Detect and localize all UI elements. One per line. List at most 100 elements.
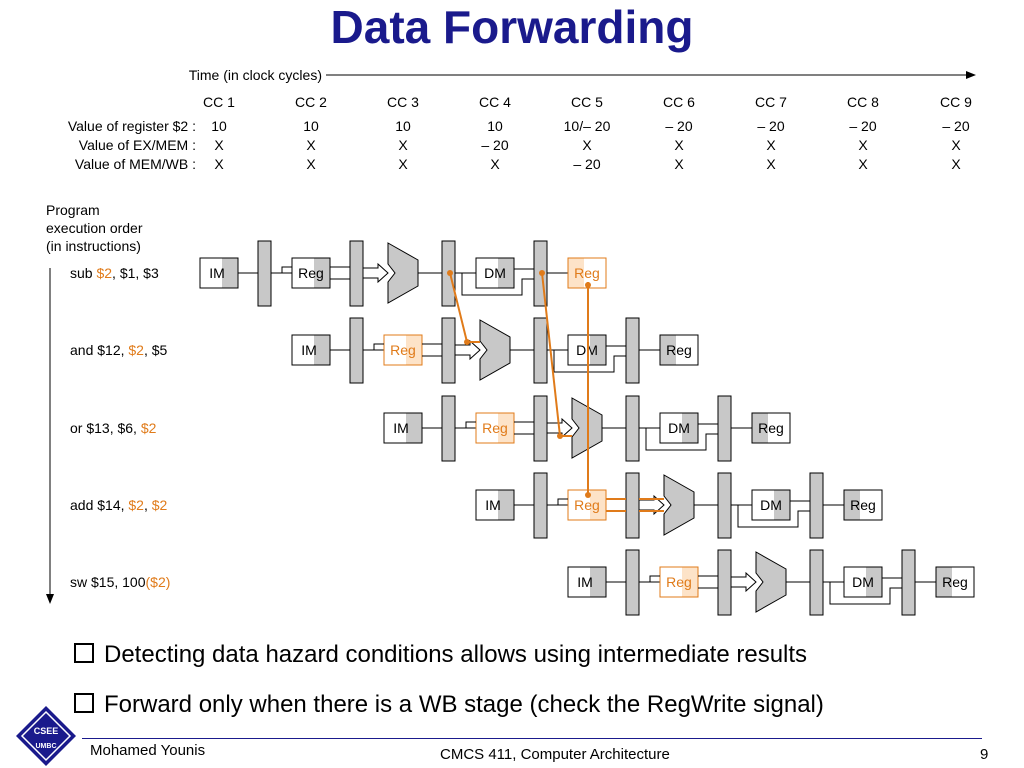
reg-wb-shade — [936, 567, 952, 597]
value-cell: – 20 — [849, 118, 876, 134]
instruction-label: sw $15, 100($2) — [70, 574, 170, 590]
instruction-label: and $12, $2, $5 — [70, 342, 168, 358]
reg-id-label: Reg — [574, 497, 600, 513]
value-cell: X — [674, 156, 684, 172]
value-row-label: Value of MEM/WB : — [75, 156, 196, 172]
forward-dot — [557, 433, 563, 439]
program-order-label: execution order — [46, 220, 143, 236]
pipeline-row: sw $15, 100($2) — [70, 549, 975, 616]
bypass-wire — [829, 582, 902, 605]
instruction-part: or $13, $6, — [70, 420, 141, 436]
pipeline-latch — [349, 317, 364, 384]
value-cell: X — [674, 137, 684, 153]
clock-cycle-label: CC 6 — [663, 94, 695, 110]
checkbox-bullet-icon — [74, 643, 94, 663]
dm-label: DM — [760, 497, 782, 513]
dm-box-shade — [774, 490, 790, 520]
im-label: IM — [577, 574, 593, 590]
dm-label: DM — [668, 420, 690, 436]
pipeline-latch — [625, 395, 640, 462]
instruction-part: , — [144, 497, 152, 513]
reg-wb-border — [659, 334, 699, 366]
dm-box-shade — [498, 258, 514, 288]
bypass-wire — [645, 428, 718, 451]
footer-course: CMCS 411, Computer Architecture — [440, 746, 670, 763]
instruction-part: sw $15, 100 — [70, 574, 146, 590]
reg-wb-label: Reg — [850, 497, 876, 513]
checkbox-bullet-icon — [74, 693, 94, 713]
dm-box-shade — [682, 413, 698, 443]
sign-extend-arrow — [362, 262, 389, 284]
time-axis-label: Time (in clock cycles) — [189, 67, 322, 83]
value-cell: 10 — [395, 118, 411, 134]
forward-dot — [539, 270, 545, 276]
value-cell: X — [582, 137, 592, 153]
reg-id-label: Reg — [298, 265, 324, 281]
dm-box-shade — [590, 335, 606, 365]
value-cell: X — [766, 137, 776, 153]
instruction-part: add $14, — [70, 497, 128, 513]
pipeline-latch — [625, 472, 640, 539]
forward-dot — [585, 492, 591, 498]
bullet-1-text: Detecting data hazard conditions allows … — [104, 641, 808, 668]
bullet-1: Detecting data hazard conditions allows … — [74, 640, 807, 670]
dm-box-border — [843, 566, 883, 598]
bypass-wire — [461, 273, 534, 296]
clock-cycle-label: CC 2 — [295, 94, 327, 110]
alu-shape — [755, 551, 787, 613]
clock-cycle-label: CC 5 — [571, 94, 603, 110]
reg-id-label: Reg — [666, 574, 692, 590]
reg-wb-label: Reg — [666, 342, 692, 358]
instruction-part: $2 — [128, 342, 144, 358]
reg-wb-label: Reg — [574, 265, 600, 281]
pipeline-latch — [717, 549, 732, 616]
pipeline-latch — [257, 240, 272, 307]
value-cell: – 20 — [665, 118, 692, 134]
clock-cycle-label: CC 7 — [755, 94, 787, 110]
reg-wb-label: Reg — [942, 574, 968, 590]
instruction-part: , $1, $3 — [112, 265, 159, 281]
pipeline-latch — [533, 395, 548, 462]
im-box-shade — [406, 413, 422, 443]
footer-author: Mohamed Younis — [90, 742, 206, 759]
instruction-part: and $12, — [70, 342, 128, 358]
reg-wb-border — [935, 566, 975, 598]
bypass-wire — [553, 350, 626, 373]
pipeline-row: or $13, $6, $2 — [70, 395, 791, 462]
value-cell: X — [214, 156, 224, 172]
value-row-label: Value of register $2 : — [68, 118, 196, 134]
dm-box-border — [659, 412, 699, 444]
dm-box-shade — [866, 567, 882, 597]
instruction-part: , $5 — [144, 342, 168, 358]
value-cell: X — [306, 137, 316, 153]
pipeline-row: sub $2, $1, $3 — [70, 240, 607, 307]
reg-wb-shade — [568, 258, 584, 288]
instruction-part: $2 — [141, 420, 157, 436]
slide-title: Data Forwarding — [330, 1, 694, 53]
forward-dot — [585, 282, 591, 288]
reg-wb-border — [843, 489, 883, 521]
value-cell: X — [398, 156, 408, 172]
program-order-label: Program — [46, 202, 100, 218]
pipeline-latch — [717, 472, 732, 539]
pipeline-latch — [533, 472, 548, 539]
instruction-label: add $14, $2, $2 — [70, 497, 168, 513]
im-box-shade — [222, 258, 238, 288]
forwarding-paths — [447, 270, 664, 512]
value-cell: X — [858, 137, 868, 153]
value-cell: X — [858, 156, 868, 172]
value-cell: X — [951, 156, 961, 172]
pipeline-latch — [349, 240, 364, 307]
reg-id-label: Reg — [482, 420, 508, 436]
csee-logo: CSEE UMBC — [16, 706, 76, 766]
value-cell: – 20 — [573, 156, 600, 172]
footer-divider — [82, 738, 982, 739]
value-cell: X — [214, 137, 224, 153]
im-label: IM — [485, 497, 501, 513]
pipeline-latch — [809, 472, 824, 539]
sign-extend-arrow — [454, 339, 481, 361]
dm-box-border — [475, 257, 515, 289]
instruction-part: $2 — [152, 497, 168, 513]
reg-id-shade — [590, 490, 606, 520]
